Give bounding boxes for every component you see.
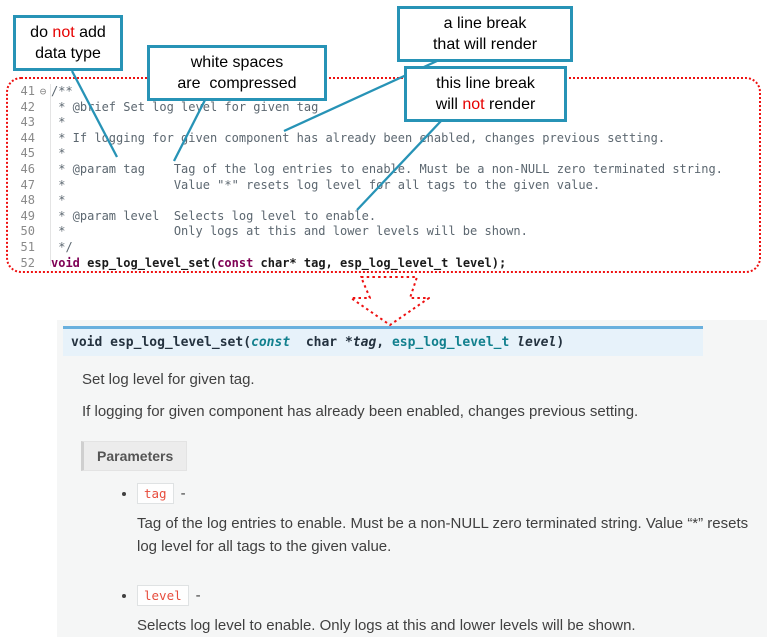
param-item: level- Selects log level to enable. Only… <box>137 584 767 637</box>
code-editor[interactable]: 41 ⊖ /** 42 * @brief Set log level for giv… <box>6 77 761 273</box>
fold-gutter <box>35 115 51 131</box>
doc-brief: Set log level for given tag. <box>82 371 255 388</box>
code-line[interactable]: 52 void esp_log_level_set(const char* tag… <box>8 256 759 272</box>
callout-line-break-renders: a line break that will render <box>397 6 573 63</box>
line-number: 50 <box>20 224 35 239</box>
param-dash: - <box>195 586 201 604</box>
param-list: tag- Tag of the log entries to enable. M… <box>57 483 767 637</box>
fold-gutter <box>35 224 51 240</box>
callout-whitespace: white spaces are compressed <box>147 45 327 102</box>
code-line[interactable]: 42 * @brief Set log level for given tag <box>8 100 759 116</box>
function-signature: void esp_log_level_set(const char *tag, … <box>63 326 703 356</box>
param-item: tag- Tag of the log entries to enable. M… <box>137 483 767 559</box>
callout-line: are compressed <box>177 75 297 93</box>
code-text: void esp_log_level_set(const char* tag, … <box>51 255 507 270</box>
code-line[interactable]: 46 * @param tag Tag of the log entries t… <box>8 162 759 178</box>
line-number: 47 <box>20 177 35 192</box>
code-text: * @param tag Tag of the log entries to e… <box>51 161 723 176</box>
callout-line: white spaces <box>190 54 284 71</box>
gutter-divider <box>50 84 51 266</box>
callout-line-break-not-render: this line break will not render <box>404 66 567 123</box>
code-text: * <box>51 146 66 161</box>
line-number: 46 <box>20 161 35 176</box>
sig-separator: , <box>376 335 392 350</box>
param-dash: - <box>180 485 186 502</box>
sig-paren: ( <box>243 335 252 350</box>
code-line[interactable]: 47 * Value "*" resets log level for all … <box>8 178 759 194</box>
fold-gutter <box>35 162 51 178</box>
param-name-literal: tag <box>137 483 174 504</box>
callout-line: a line break <box>443 15 527 32</box>
code-text: * <box>51 115 66 130</box>
sig-arg-level: level <box>517 335 557 350</box>
code-text: * If logging for given component has alr… <box>51 130 666 145</box>
fold-gutter <box>35 209 51 225</box>
line-number: 42 <box>20 99 35 114</box>
fold-gutter <box>35 131 51 147</box>
param-desc: Tag of the log entries to enable. Must b… <box>137 515 749 556</box>
code-text: /** <box>51 84 73 98</box>
line-number: 43 <box>20 115 35 130</box>
param-head: tag- <box>137 483 767 504</box>
sig-paren: ) <box>556 335 565 350</box>
line-number: 41 <box>20 84 35 98</box>
code-line[interactable]: 48 * <box>8 193 759 209</box>
code-text: * <box>51 193 66 208</box>
param-desc: Selects log level to enable. Only logs a… <box>137 616 636 634</box>
code-text: * @brief Set log level for given tag <box>51 99 319 114</box>
fold-gutter <box>35 100 51 116</box>
callout-line: that will render <box>432 36 538 54</box>
param-head: level- <box>137 584 767 606</box>
code-text: * Only logs at this and lower levels wil… <box>51 224 528 239</box>
code-line[interactable]: 43 * <box>8 115 759 131</box>
code-text: * @param level Selects log level to enab… <box>51 208 377 223</box>
sig-type-level: esp_log_level_t <box>391 335 518 350</box>
parameters-label: Parameters <box>81 441 188 471</box>
param-name-literal: level <box>137 584 189 606</box>
fold-gutter <box>35 146 51 162</box>
code-line[interactable]: 49 * @param level Selects log level to e… <box>8 209 759 225</box>
callout-line: do not add <box>30 24 106 41</box>
line-number: 48 <box>20 193 35 208</box>
line-number: 51 <box>20 239 35 254</box>
callout-no-data-type: do not add data type <box>13 15 123 72</box>
sig-keyword-const: const <box>251 335 291 350</box>
code-line[interactable]: 44 * If logging for given component has … <box>8 131 759 147</box>
fold-gutter <box>35 178 51 194</box>
rendered-doc-panel: void esp_log_level_set(const char *tag, … <box>57 320 767 637</box>
code-line[interactable]: 41 ⊖ /** <box>8 84 759 100</box>
line-number: 49 <box>20 208 35 223</box>
sig-arg-tag: tag <box>352 335 377 350</box>
sig-type-char: char * <box>290 335 353 350</box>
callout-line: this line break <box>436 75 535 92</box>
callout-line: will not render <box>435 96 536 114</box>
code-text: */ <box>51 239 73 254</box>
collapse-minus-icon[interactable]: ⊖ <box>39 85 47 98</box>
callout-line: data type <box>35 45 101 63</box>
fold-gutter <box>35 193 51 209</box>
code-line[interactable]: 50 * Only logs at this and lower levels … <box>8 224 759 240</box>
fold-gutter <box>35 256 51 272</box>
doc-details: If logging for given component has alrea… <box>82 403 639 420</box>
line-number: 44 <box>20 130 35 145</box>
code-text: * Value "*" resets log level for all tag… <box>51 177 601 192</box>
code-line[interactable]: 45 * <box>8 146 759 162</box>
fold-gutter <box>35 240 51 256</box>
code-line[interactable]: 51 */ <box>8 240 759 256</box>
line-number: 52 <box>20 255 35 270</box>
red-dotted-arrow-icon <box>350 276 430 326</box>
sig-keyword-void: void <box>71 335 103 350</box>
line-number: 45 <box>20 146 35 161</box>
sig-function-name: esp_log_level_set <box>102 335 244 350</box>
